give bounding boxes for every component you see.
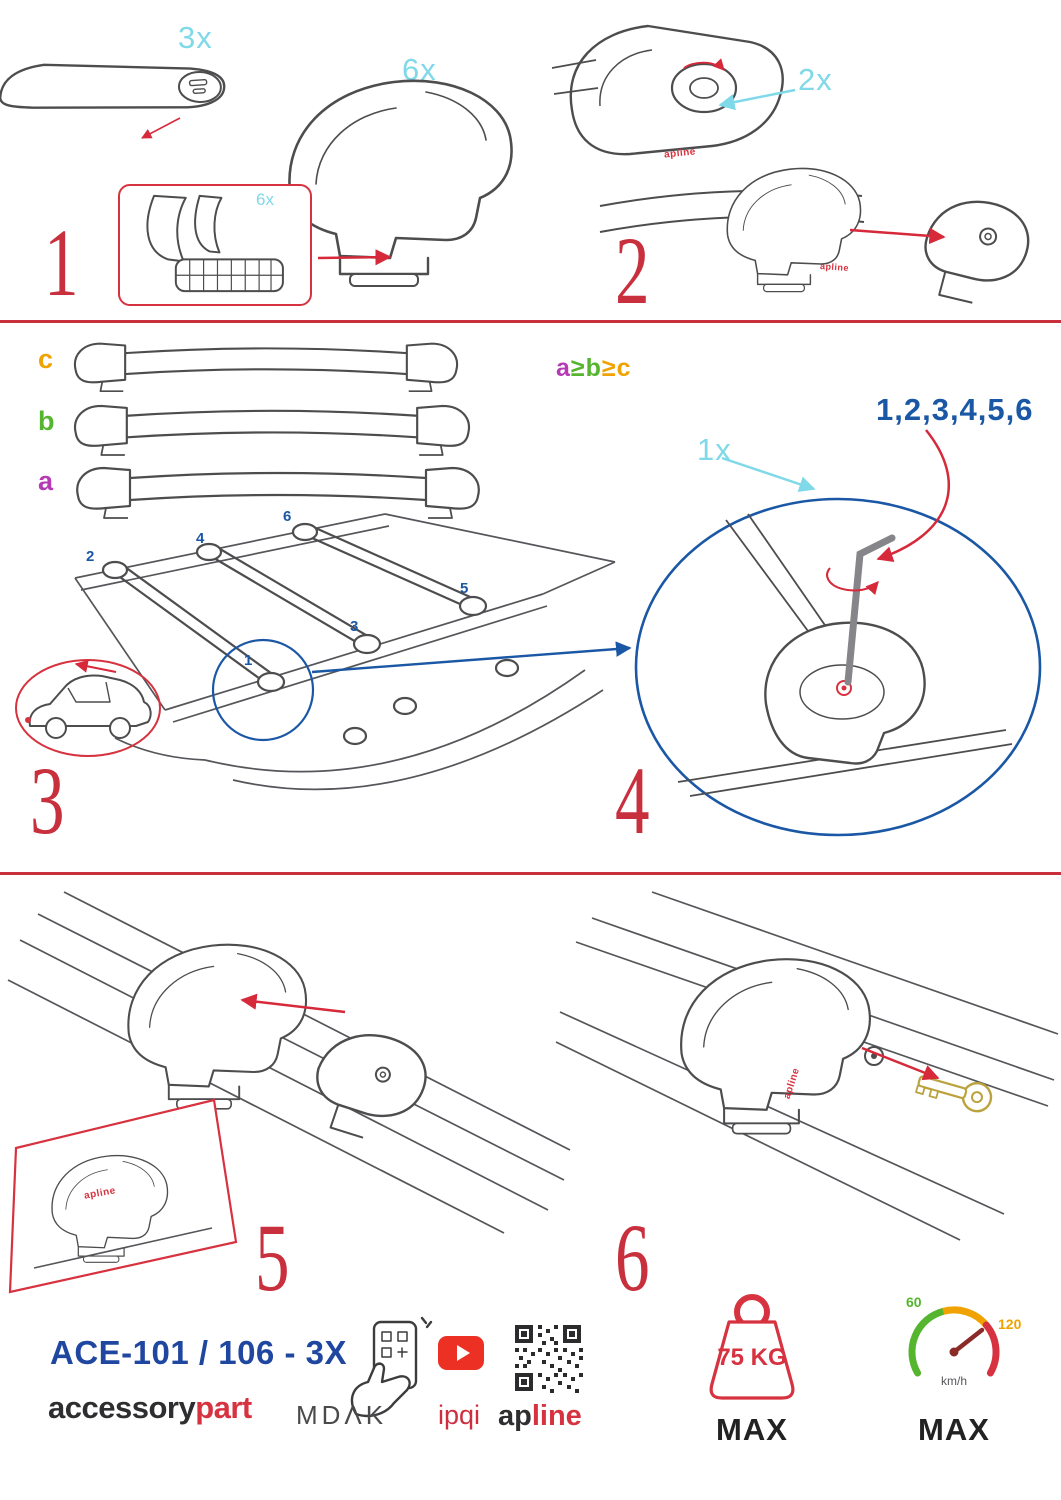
front-marker-dot [25, 717, 31, 723]
step-4-number: 4 [615, 747, 650, 854]
position-1-highlight-circle [211, 638, 315, 742]
accessorypart-dark: accessory [48, 1390, 196, 1425]
crossbar-quantity-label: 3x [178, 20, 213, 55]
apline-footer-logo: apline [498, 1400, 582, 1433]
rule-b: b [585, 354, 602, 382]
crossbar-c-art [73, 342, 459, 393]
installed-foot-panel [8, 1098, 238, 1294]
max-weight-icon [709, 1294, 795, 1400]
ipqi-logo-text: ipqi [438, 1400, 481, 1430]
max-speed-label: MAX [918, 1412, 990, 1447]
step-6-number: 6 [615, 1204, 650, 1311]
step-3-number: 3 [30, 747, 65, 854]
speed-low-label: 60 [906, 1294, 922, 1310]
foot-cover-piece [316, 1034, 427, 1139]
direction-arrow [74, 659, 117, 673]
pad-quantity-label: 6x [256, 190, 274, 209]
tool-qty-arrow [721, 456, 816, 493]
bar-label-b: b [38, 406, 55, 436]
turn-arrow [683, 58, 725, 71]
position-number-2: 2 [86, 548, 95, 565]
knob-quantity-label: 2x [798, 62, 833, 97]
pad-detail-inset-box: 6x [118, 184, 312, 306]
cover-install-art [7, 891, 571, 1234]
lock-with-key-art [555, 891, 1059, 1241]
bar-label-c: c [38, 344, 54, 374]
section-divider [0, 320, 1061, 323]
rule-a: a [556, 354, 571, 382]
crossbar-art [0, 63, 226, 109]
position-number-4: 4 [196, 530, 205, 547]
position-number-6: 6 [283, 508, 292, 525]
accessorypart-red: part [195, 1390, 252, 1425]
crossbar-b-art [73, 404, 471, 457]
speedometer-needle [951, 1327, 985, 1355]
apline-logo-text: apline [819, 261, 850, 273]
mdak-logo-text: MDΛK [296, 1400, 388, 1430]
rule-c: c [616, 354, 632, 382]
rule-ge1: ≥ [570, 354, 586, 382]
accessorypart-logo: accessorypart [48, 1390, 252, 1426]
tightening-order-text: 1,2,3,4,5,6 [876, 392, 1034, 427]
position-number-1: 1 [244, 652, 253, 669]
size-rule-text: a≥b≥c [556, 354, 632, 383]
phone-qr-scan-icon [350, 1316, 433, 1418]
position-number-5: 5 [460, 580, 469, 597]
model-number-text: ACE-101 / 106 - 3X [50, 1334, 347, 1371]
bar-endcap-assembly-art [599, 167, 1030, 304]
section-divider [0, 872, 1061, 875]
rubber-pad-art [146, 194, 284, 293]
step-1-number: 1 [44, 209, 79, 316]
speedometer-icon [908, 1306, 1000, 1377]
position-number-3: 3 [350, 618, 359, 635]
max-weight-label: MAX [716, 1412, 788, 1447]
apline-red: line [531, 1400, 582, 1432]
speed-high-label: 120 [998, 1316, 1022, 1332]
rule-ge2: ≥ [601, 354, 617, 382]
rotation-arrow [826, 567, 879, 596]
bar-label-a: a [38, 466, 54, 496]
step-2-number: 2 [615, 217, 650, 324]
end-cap-piece [924, 200, 1030, 304]
max-weight-value: 75 KG [717, 1344, 787, 1371]
tool-quantity-label: 1x [697, 432, 732, 467]
speed-unit-label: km/h [940, 1374, 967, 1388]
qr-code-icon [515, 1325, 583, 1393]
foot-topview-art [551, 24, 784, 156]
step-5-number: 5 [255, 1204, 290, 1311]
apline-dark: ap [498, 1400, 532, 1432]
car-direction-art [15, 659, 161, 757]
tightening-zoom-art [634, 497, 1042, 837]
youtube-icon [438, 1336, 484, 1370]
key-icon [915, 1075, 993, 1113]
